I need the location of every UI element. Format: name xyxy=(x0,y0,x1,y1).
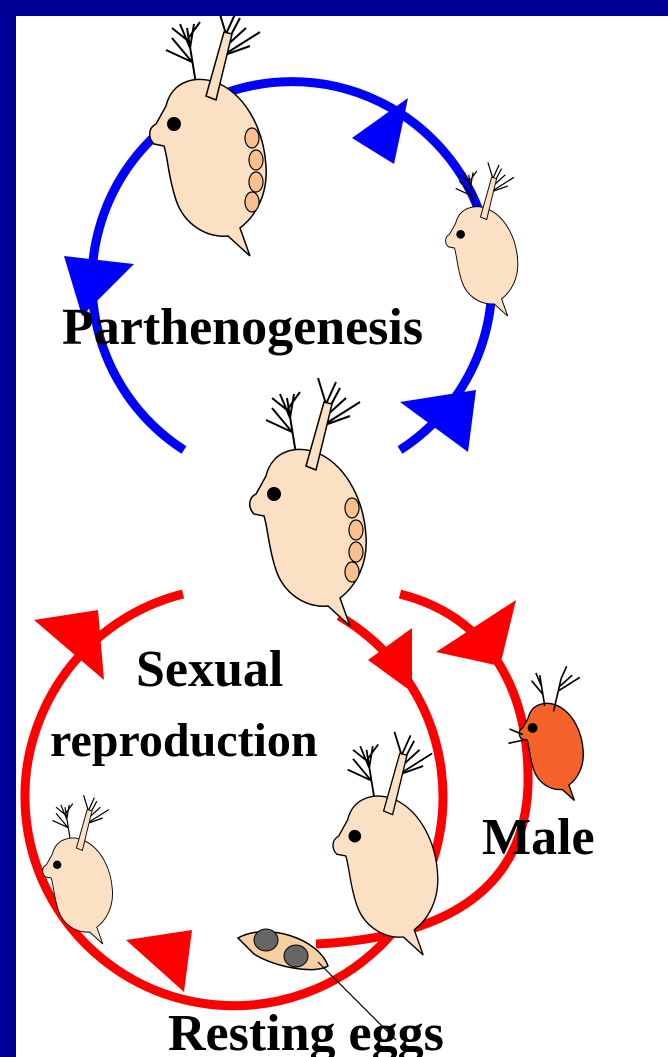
parthenogenesis-cycle xyxy=(64,82,492,452)
daphnia-male-icon xyxy=(508,666,583,800)
daphnia-juvenile-icon xyxy=(446,162,518,316)
daphnia-female-icon xyxy=(333,732,438,955)
label-resting-eggs: Resting eggs xyxy=(168,1005,444,1057)
label-male: Male xyxy=(482,809,595,866)
life-cycle-diagram: Parthenogenesis Sexual reproduction Male… xyxy=(16,16,668,1057)
label-parthenogenesis: Parthenogenesis xyxy=(62,299,423,356)
label-reproduction: reproduction xyxy=(50,714,318,767)
daphnia-juvenile-icon xyxy=(43,795,113,944)
cycle-arrow-1 xyxy=(352,98,408,164)
daphnia-female-icon xyxy=(150,16,266,256)
slide: Parthenogenesis Sexual reproduction Male… xyxy=(16,16,668,1057)
daphnia-female-icon xyxy=(250,378,366,626)
label-sexual: Sexual xyxy=(136,641,283,698)
